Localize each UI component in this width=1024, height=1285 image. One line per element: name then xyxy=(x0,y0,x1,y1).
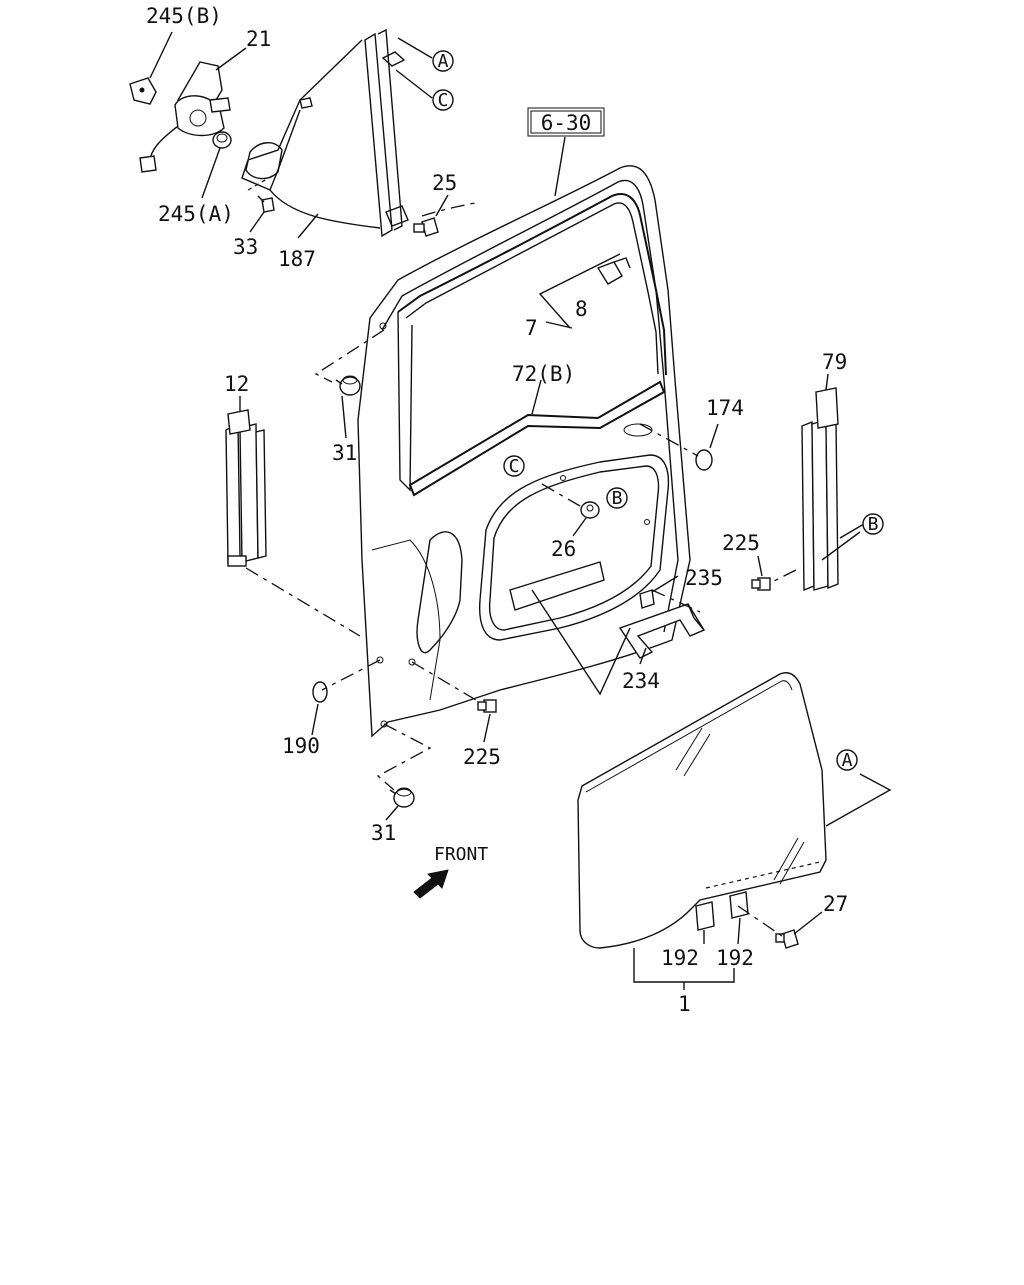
label-192-right: 192 xyxy=(716,946,754,970)
callout-B-mid-label: B xyxy=(612,488,623,509)
callout-A-glass: A xyxy=(836,749,858,771)
front-arrow xyxy=(413,869,449,899)
label-245b: 245(B) xyxy=(146,4,222,28)
label-192-left: 192 xyxy=(661,946,699,970)
label-26: 26 xyxy=(551,537,576,561)
callout-C-top: C xyxy=(432,89,454,111)
label-31-upper: 31 xyxy=(332,441,357,465)
label-235: 235 xyxy=(685,566,723,590)
label-245a: 245(A) xyxy=(158,202,234,226)
alignment-lines xyxy=(245,201,797,937)
window-regulator xyxy=(241,28,409,238)
label-31-lower: 31 xyxy=(371,821,396,845)
callout-A-top: A xyxy=(432,50,454,72)
label-79: 79 xyxy=(822,350,847,374)
callout-A-glass-label: A xyxy=(842,750,853,771)
label-27: 27 xyxy=(823,892,848,916)
label-234: 234 xyxy=(622,669,660,693)
reference-label: 6-30 xyxy=(541,111,592,135)
front-label: FRONT xyxy=(434,844,488,865)
label-7: 7 xyxy=(525,316,538,340)
fasteners xyxy=(257,195,799,949)
callout-B-mid: B xyxy=(606,487,628,509)
label-174: 174 xyxy=(706,396,744,420)
door-glass xyxy=(577,672,827,949)
door-panel xyxy=(357,165,691,738)
regulator-motor xyxy=(129,61,232,173)
label-72b: 72(B) xyxy=(512,362,575,386)
callout-C-mid: C xyxy=(503,455,525,477)
label-21: 21 xyxy=(246,27,271,51)
bracket-234 xyxy=(618,603,706,659)
callout-B-right: B xyxy=(862,513,884,535)
label-187: 187 xyxy=(278,247,316,271)
leader-lines xyxy=(149,31,892,990)
callout-C-top-label: C xyxy=(438,90,449,111)
label-190: 190 xyxy=(282,734,320,758)
label-8: 8 xyxy=(575,297,588,321)
label-225-lower: 225 xyxy=(463,745,501,769)
label-1: 1 xyxy=(678,992,691,1016)
run-channel-12 xyxy=(225,409,267,567)
callout-A-top-label: A xyxy=(438,51,449,72)
label-33: 33 xyxy=(233,235,258,259)
label-225-right: 225 xyxy=(722,531,760,555)
callout-C-mid-label: C xyxy=(509,456,520,477)
reference-box-6-30: 6-30 xyxy=(527,107,605,137)
callout-B-right-label: B xyxy=(868,514,879,535)
run-channel-79 xyxy=(801,387,839,592)
label-12: 12 xyxy=(224,372,249,396)
label-25: 25 xyxy=(432,171,457,195)
